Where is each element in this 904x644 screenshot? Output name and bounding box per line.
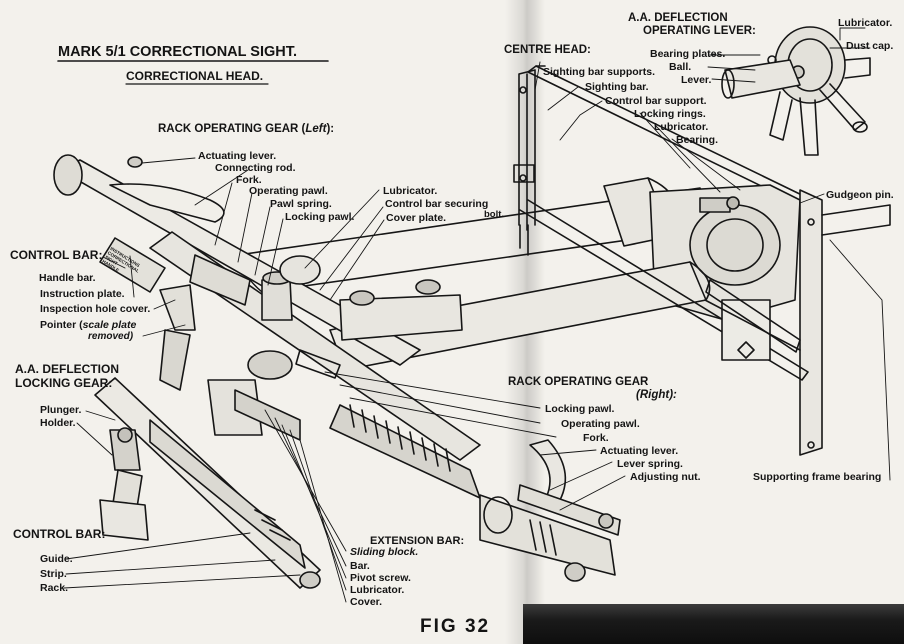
label-lever: Lever. (681, 74, 712, 86)
centre-head-assembly (242, 65, 891, 456)
main-title: MARK 5/1 CORRECTIONAL SIGHT. (58, 44, 298, 60)
label-holder: Holder. (40, 417, 76, 429)
leader-lines (63, 27, 891, 603)
centre-head-heading: CENTRE HEAD: (504, 44, 591, 56)
label-lubricator-control-bar: Lubricator. (383, 185, 438, 197)
label-operating-pawl-left: Operating pawl. (249, 185, 328, 197)
control-bar-heading-upper: CONTROL BAR: (10, 248, 103, 262)
control-bar-upper (53, 154, 621, 582)
label-inspection-hole-cover: Inspection hole cover. (40, 303, 151, 315)
label-guide: Guide. (40, 553, 73, 565)
label-locking-rings: Locking rings. (634, 108, 706, 120)
label-gudgeon-pin: Gudgeon pin. (826, 189, 894, 201)
label-locking-pawl-right: Locking pawl. (545, 403, 615, 415)
label-ball: Ball. (669, 61, 692, 73)
label-plunger: Plunger. (40, 404, 82, 416)
subtitle: CORRECTIONAL HEAD. (126, 69, 264, 83)
label-handle-bar: Handle bar. (39, 272, 96, 284)
label-bar: Bar. (350, 560, 370, 572)
label-pointer: Pointer (scale plate (40, 319, 137, 331)
label-fork-right: Fork. (583, 432, 609, 444)
label-supporting-frame-bearing: Supporting frame bearing (753, 471, 882, 483)
extension-bar-heading: EXTENSION BAR: (370, 535, 465, 547)
aa-deflection-operating-lever-heading: A.A. DEFLECTION OPERATING LEVER: (628, 12, 756, 37)
label-bearing: Bearing. (676, 134, 719, 146)
rack-operating-gear-left-heading: RACK OPERATING GEAR (Left): (158, 123, 335, 135)
aa-deflection-operating-lever (721, 26, 871, 156)
label-cover-plate: Cover plate. (386, 212, 447, 224)
label-dust-cap: Dust cap. (846, 40, 894, 52)
control-bar-heading-lower: CONTROL BAR: (13, 527, 106, 541)
bottom-dark-band (523, 604, 904, 644)
label-sliding-block: Sliding block. (350, 546, 419, 558)
label-lubricator-centre-head: Lubricator. (654, 121, 709, 133)
label-lubricator-extension: Lubricator. (350, 584, 405, 596)
label-locking-pawl-left: Locking pawl. (285, 211, 355, 223)
label-control-bar-support: Control bar support. (605, 95, 707, 107)
label-sighting-bar: Sighting bar. (585, 81, 649, 93)
label-connecting-rod: Connecting rod. (215, 162, 296, 174)
label-bolt: bolt. (484, 209, 505, 220)
label-adjusting-nut: Adjusting nut. (630, 471, 701, 483)
label-strip: Strip. (40, 568, 67, 580)
label-bearing-plates: Bearing plates. (650, 48, 726, 60)
figure-label: FIG 32 (420, 616, 491, 637)
rack-operating-gear-right-heading: RACK OPERATING GEAR (Right): (508, 376, 677, 401)
label-pivot-screw: Pivot screw. (350, 572, 411, 584)
label-actuating-lever-right: Actuating lever. (600, 445, 679, 457)
label-fork-left: Fork. (236, 174, 262, 186)
label-lever-spring: Lever spring. (617, 458, 683, 470)
label-pawl-spring: Pawl spring. (270, 198, 332, 210)
label-operating-pawl-right: Operating pawl. (561, 418, 640, 430)
label-cover: Cover. (350, 596, 383, 608)
label-rack: Rack. (40, 582, 69, 594)
label-actuating-lever-left: Actuating lever. (198, 150, 277, 162)
label-lubricator-top: Lubricator. (838, 17, 893, 29)
label-removed: removed) (88, 331, 134, 342)
label-control-bar-securing: Control bar securing (385, 198, 489, 210)
label-instruction-plate: Instruction plate. (40, 288, 125, 300)
aa-deflection-locking-gear (94, 377, 321, 589)
label-sighting-bar-supports: Sighting bar supports. (543, 66, 655, 78)
